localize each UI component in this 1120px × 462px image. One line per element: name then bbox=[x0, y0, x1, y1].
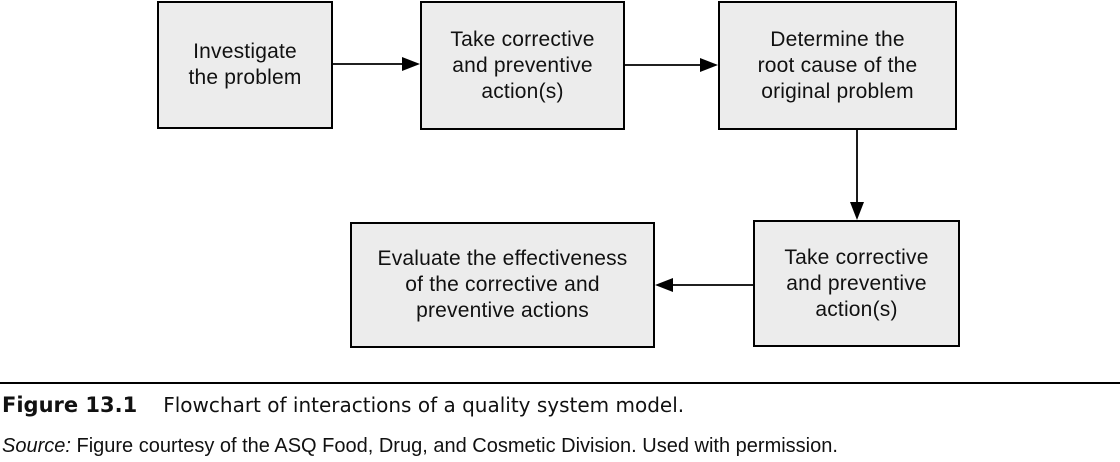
flow-node-corrective-preventive-2: Take corrective and preventive action(s) bbox=[753, 220, 960, 347]
node-text-line: Investigate bbox=[193, 40, 297, 63]
arrow-right-icon bbox=[625, 58, 718, 72]
node-text-line: the problem bbox=[188, 66, 302, 89]
arrow-left-icon bbox=[655, 278, 753, 292]
node-text-line: preventive actions bbox=[416, 299, 589, 322]
node-text-line: and preventive bbox=[452, 53, 593, 77]
arrow-down-icon bbox=[850, 130, 864, 220]
node-text-line: original problem bbox=[761, 79, 914, 103]
node-text-line: Determine the bbox=[770, 27, 905, 51]
node-text-line: Evaluate the effectiveness bbox=[377, 247, 628, 270]
flow-node-investigate-problem: Investigate the problem bbox=[157, 1, 333, 129]
node-text-line: of the corrective and bbox=[405, 273, 600, 296]
arrow-right-icon bbox=[333, 57, 420, 71]
figure-caption: Figure 13.1 Flowchart of interactions of … bbox=[2, 392, 684, 418]
figure-title-text: Flowchart of interactions of a quality s… bbox=[163, 393, 685, 417]
node-text-line: action(s) bbox=[815, 297, 898, 321]
node-text-line: Take corrective bbox=[784, 245, 929, 269]
node-text-line: and preventive bbox=[786, 271, 927, 295]
source-label: Source: bbox=[2, 435, 71, 457]
flow-node-corrective-preventive-1: Take corrective and preventive action(s) bbox=[420, 1, 625, 130]
node-text-line: action(s) bbox=[481, 79, 564, 103]
node-text-line: Take corrective bbox=[450, 27, 595, 51]
figure-number-label: Figure 13.1 bbox=[2, 393, 138, 417]
node-text-line: root cause of the bbox=[757, 53, 918, 77]
figure-source-caption: Source: Figure courtesy of the ASQ Food,… bbox=[2, 434, 838, 459]
caption-divider-rule bbox=[0, 382, 1120, 385]
flow-node-evaluate-effectiveness: Evaluate the effectiveness of the correc… bbox=[350, 222, 655, 348]
source-text: Figure courtesy of the ASQ Food, Drug, a… bbox=[70, 435, 838, 457]
flow-node-root-cause: Determine the root cause of the original… bbox=[718, 1, 957, 130]
